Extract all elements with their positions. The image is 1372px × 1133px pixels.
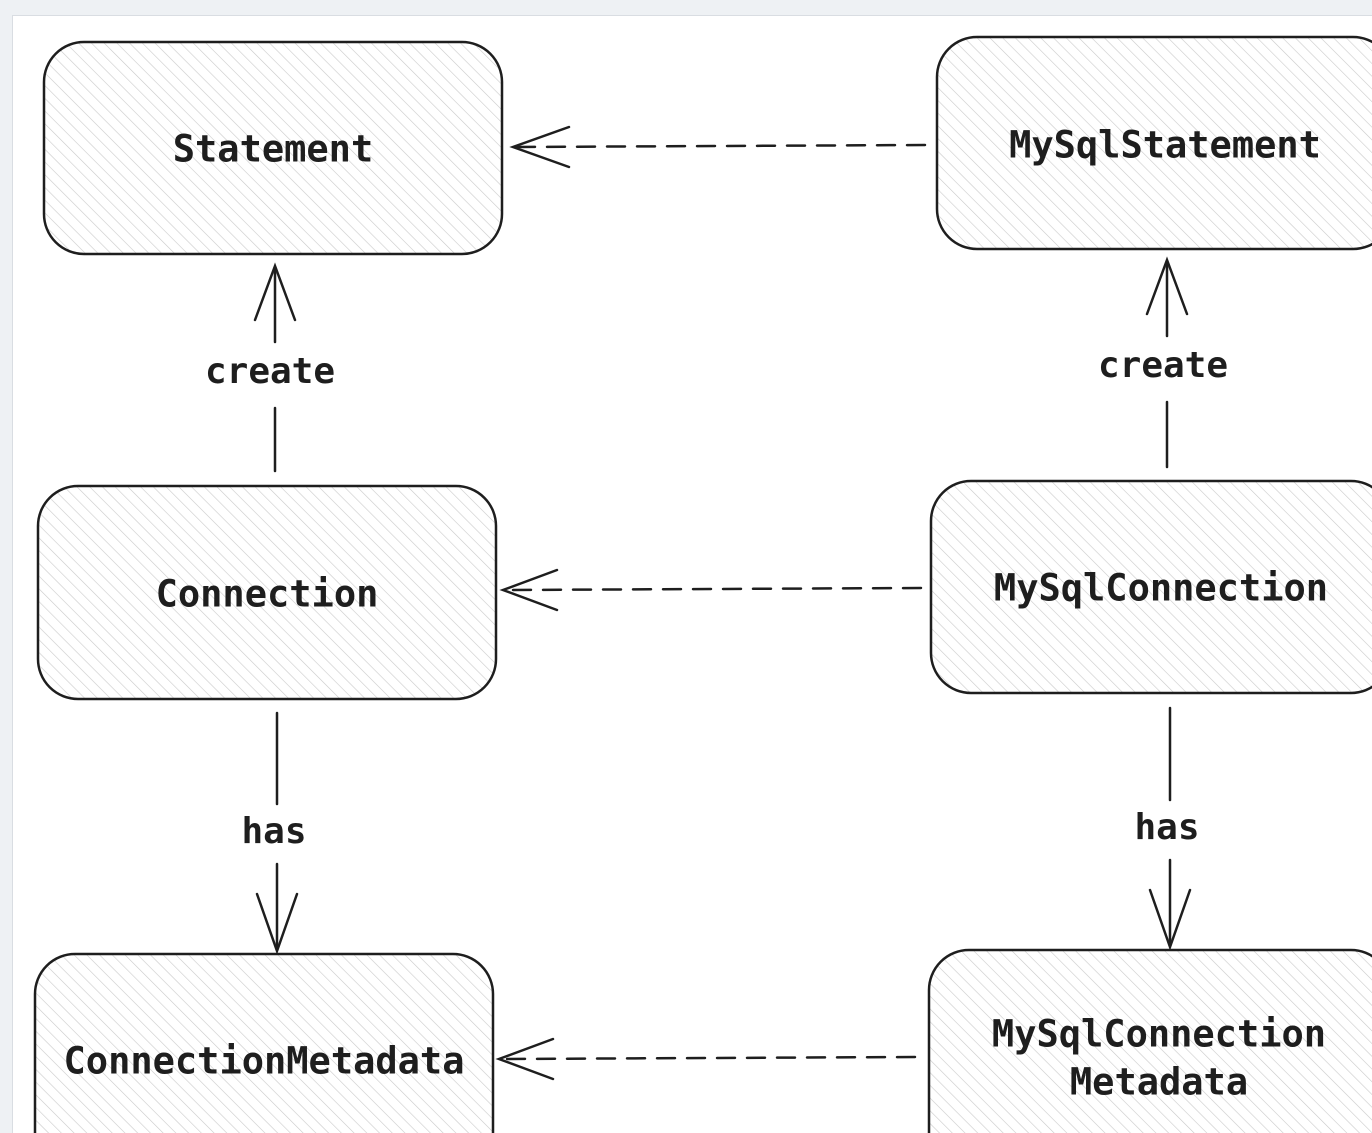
arrow-mysql-connection-create-mysql-statement <box>1145 256 1189 469</box>
mysql-connection-metadata-label-line1: MySqlConnection <box>992 1013 1326 1056</box>
mysql-connection-node[interactable]: MySqlConnection <box>929 479 1372 695</box>
mysql-statement-label: MySqlStatement <box>1009 124 1321 167</box>
mysql-connection-label: MySqlConnection <box>994 567 1328 610</box>
arrow-mysql-metadata-to-connection-metadata <box>495 1037 917 1081</box>
connection-metadata-label: ConnectionMetadata <box>64 1040 465 1083</box>
mysql-connection-metadata-node[interactable]: MySqlConnection Metadata <box>927 948 1372 1133</box>
edge-label-has-left: has <box>241 811 306 852</box>
statement-label: Statement <box>173 128 373 171</box>
arrow-connection-has-metadata <box>255 711 299 955</box>
edge-label-create-left: create <box>205 351 335 392</box>
arrow-mysql-statement-to-statement <box>509 125 927 169</box>
class-diagram: Statement MySqlStatement Connection MySq… <box>33 35 1372 1133</box>
diagram-canvas: Statement MySqlStatement Connection MySq… <box>12 15 1372 1133</box>
edge-label-has-right: has <box>1134 807 1199 848</box>
arrow-connection-create-statement <box>253 262 297 473</box>
mysql-connection-metadata-label-line2: Metadata <box>1070 1061 1248 1104</box>
arrow-mysql-connection-to-connection <box>499 568 923 612</box>
connection-metadata-node[interactable]: ConnectionMetadata <box>33 952 495 1133</box>
connection-node[interactable]: Connection <box>36 484 498 701</box>
statement-node[interactable]: Statement <box>42 40 504 256</box>
mysql-statement-node[interactable]: MySqlStatement <box>935 35 1372 251</box>
edge-label-create-right: create <box>1098 345 1228 386</box>
arrow-mysql-connection-has-mysql-metadata <box>1148 706 1192 951</box>
connection-label: Connection <box>156 573 379 616</box>
